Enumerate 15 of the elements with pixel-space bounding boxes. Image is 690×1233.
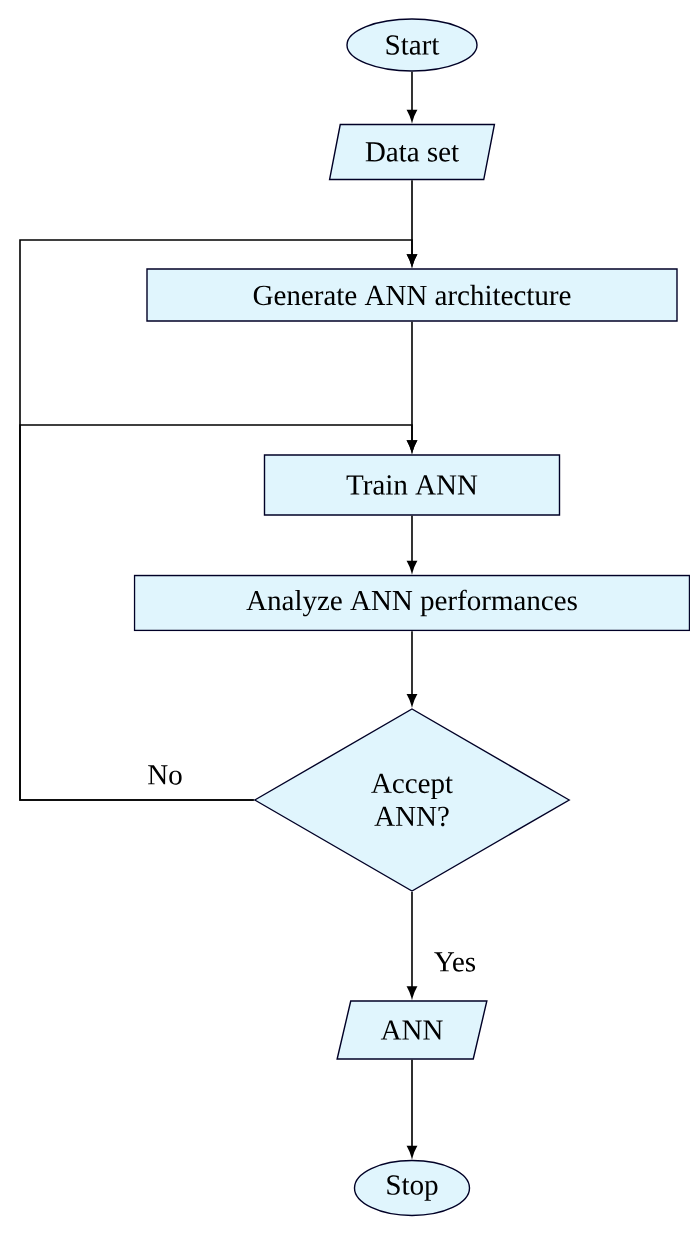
process-box: Analyze ANN performances [133, 574, 690, 632]
terminal-oval: Start [346, 18, 478, 72]
arrow [407, 891, 417, 998]
terminal-oval: Stop [353, 1159, 471, 1217]
arrow [407, 514, 417, 573]
arrow [407, 630, 417, 706]
arrow [19, 424, 417, 801]
process-box: Train ANN [263, 454, 561, 516]
data-parallelogram: ANN [336, 1000, 488, 1060]
process-box: Generate ANN architecture [146, 268, 678, 322]
arrow [407, 1058, 417, 1158]
data-parallelogram: Data set [328, 123, 496, 181]
edge-label: No [145, 763, 185, 787]
edge-label: Yes [431, 950, 479, 974]
arrow [407, 70, 417, 122]
